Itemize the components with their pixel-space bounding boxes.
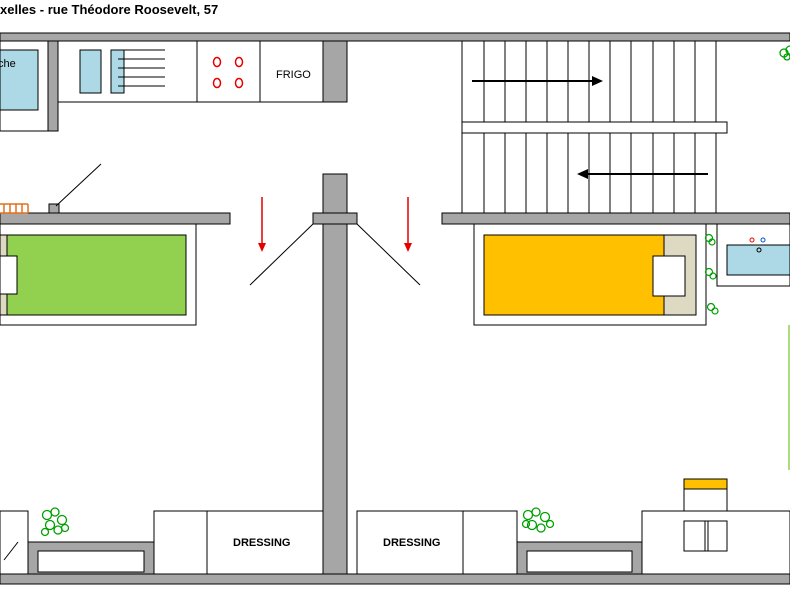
bottom-left-cabinet — [0, 510, 29, 575]
plant-icon — [779, 45, 790, 61]
left-bed-pillow — [0, 255, 18, 295]
central-wall-cap — [312, 212, 358, 225]
left-bed-mattress — [0, 234, 187, 316]
stove-burner-icon — [212, 56, 244, 89]
right-partition — [441, 212, 790, 225]
right-bed-pillow — [652, 255, 686, 297]
sink-basin-1 — [79, 49, 102, 94]
sink-basin-2 — [110, 49, 125, 94]
door-swing-icon — [249, 223, 421, 286]
lamp-base — [48, 203, 60, 214]
cabinet-door-swing — [3, 541, 19, 561]
dressing-right — [356, 510, 518, 575]
shower-tray — [0, 49, 39, 111]
chair-icon — [0, 203, 29, 214]
window-right — [526, 550, 633, 573]
dressing-left — [153, 510, 324, 575]
lamp-arm — [55, 163, 102, 207]
cold-tap-icon — [760, 237, 766, 243]
central-wall — [322, 173, 348, 585]
window-left — [37, 550, 145, 573]
stair-landing — [461, 121, 728, 134]
door-arrow-icon — [258, 197, 412, 252]
direction-arrow-icon — [472, 76, 708, 179]
bottom-wall — [0, 573, 790, 585]
kitchen-partition — [47, 40, 59, 132]
dressing-left-label: DRESSING — [233, 537, 290, 549]
plant-icon — [704, 233, 719, 315]
washbasin-bowl — [726, 244, 790, 276]
plant-icon — [40, 507, 70, 537]
plant-icon — [521, 507, 555, 533]
drain-icon — [756, 247, 762, 253]
top-column — [322, 40, 348, 103]
top-wall — [0, 32, 790, 42]
shower-label: che — [0, 58, 16, 70]
hot-tap-icon — [749, 237, 755, 243]
drainboard-lines — [118, 49, 165, 93]
frigo-label: FRIGO — [276, 69, 311, 81]
left-partition — [0, 212, 231, 225]
kitchen-counter — [57, 40, 324, 103]
plan-title: xelles - rue Théodore Roosevelt, 57 — [0, 2, 219, 17]
desk-chair-seat — [683, 478, 728, 490]
dressing-right-label: DRESSING — [383, 537, 440, 549]
